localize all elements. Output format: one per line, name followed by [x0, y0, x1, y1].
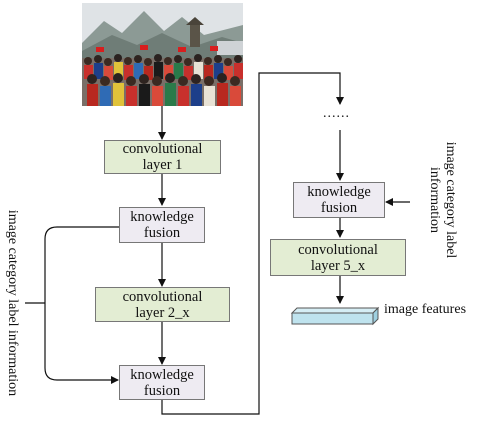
conv-layer-2-box: convolutional layer 2_x — [95, 287, 230, 322]
image-features-bar — [290, 306, 380, 326]
image-features-label: image features — [384, 302, 467, 317]
right-category-label: image category label information — [427, 141, 458, 259]
knowledge-fusion-box-right: knowledge fusion — [293, 182, 385, 218]
ellipsis-text: ...... — [323, 106, 350, 121]
knowledge-fusion-box-2: knowledge fusion — [119, 365, 205, 400]
conv-layer-5-box: convolutional layer 5_x — [270, 239, 406, 276]
conv-layer-1-box: convolutional layer 1 — [104, 140, 221, 174]
connector-to-right-column — [161, 72, 344, 415]
input-image — [82, 3, 243, 106]
left-category-label: image category label information — [5, 209, 20, 397]
knowledge-fusion-box-1: knowledge fusion — [119, 207, 205, 243]
